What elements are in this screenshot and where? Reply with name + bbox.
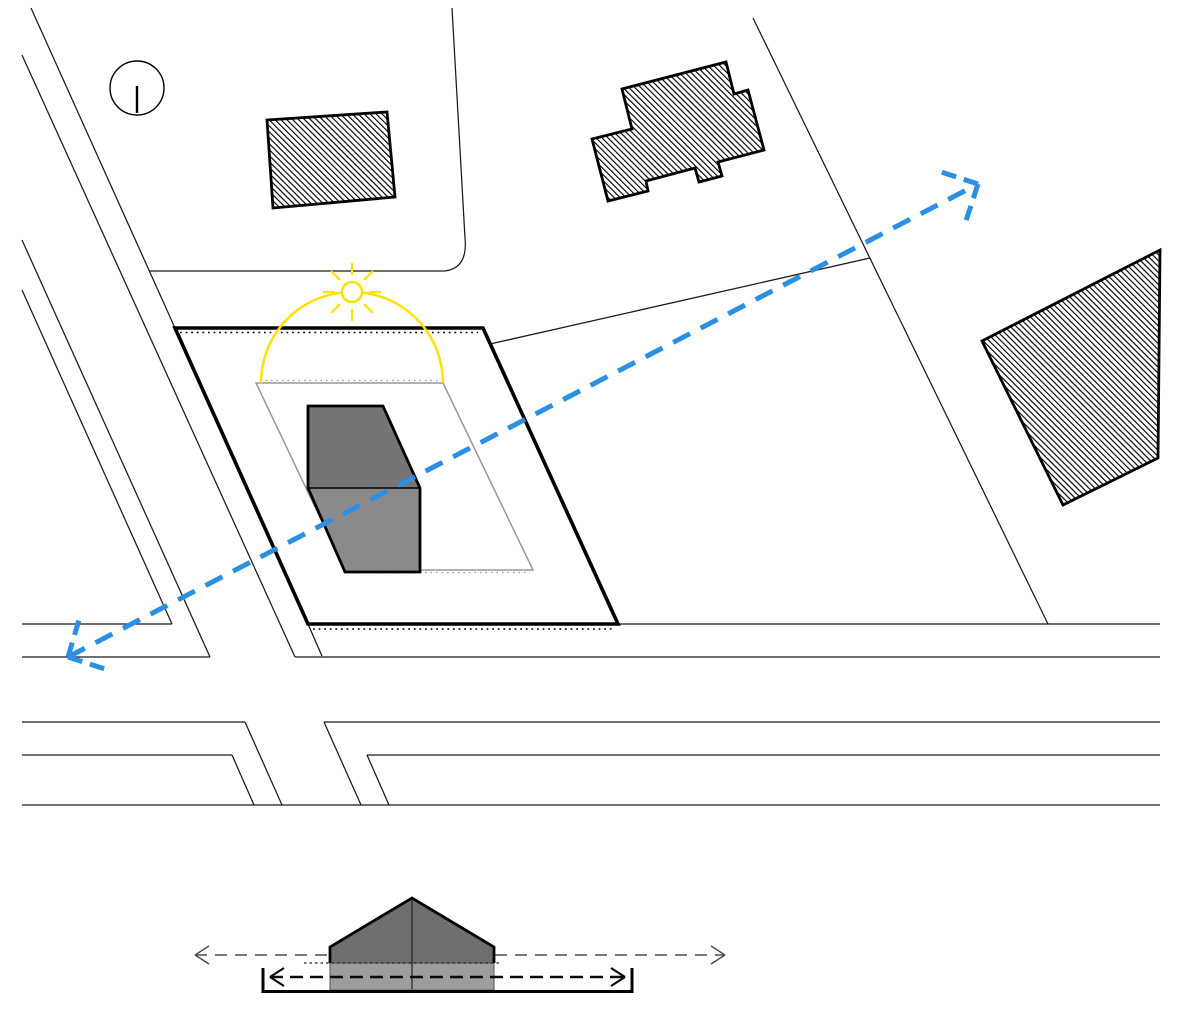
sun-ray-nw [330,270,341,281]
sun-icon [340,280,364,304]
diagonal-road-right-outer [30,7,176,329]
block-corner-curve [149,7,466,272]
section-extent-arrow-right-barb-1 [710,945,726,956]
layer-landscape [109,60,165,116]
plan-building-outline [306,404,422,574]
view-axis-arrowhead-sw-barb-1 [65,619,82,658]
section-plot-dim-arrow-right-barb-2 [610,976,626,987]
layer-neighbor-buildings [265,60,1162,507]
layer-roads [21,7,1160,806]
diagonal-road-stub-e [366,754,390,806]
layer-view-axis [65,169,981,672]
layer-sun [259,263,445,384]
section-plot-dim-arrow-left-barb-2 [269,976,285,987]
view-axis-shaft [66,181,980,660]
diagonal-road-left-inner [21,239,211,658]
view-axis-arrowhead-sw-barb-2 [67,654,106,672]
sun-ray-sw [330,303,341,314]
neighbor-building-west [265,110,397,210]
section-plot-dim-arrow-left-barb-1 [269,967,285,978]
diagonal-road-stub-b [244,721,283,806]
layer-proposed-building-plan [306,404,422,574]
sun-ray-se [363,303,374,314]
section-extent-arrow-right-barb-2 [710,954,726,965]
section-house-roof-outline [328,896,496,963]
parcel-boundary-short [489,257,871,345]
diagonal-road-right-inner [21,54,296,658]
parcel-boundary-long [752,17,1049,625]
section-extent-arrow-left-barb-1 [194,945,210,956]
site-boundary [172,326,621,626]
diagonal-road-stub-a [307,623,323,657]
neighbor-building-east [980,247,1162,507]
layer-section-elevation [194,896,726,993]
sun-ray-ne [363,270,374,281]
view-axis-arrowhead-ne-barb-1 [963,183,981,222]
tree-symbol [109,60,165,116]
section-plot-dim-arrow-right-barb-1 [610,967,626,978]
diagonal-road-stub-d [323,721,362,806]
view-axis-arrowhead-ne-barb-2 [940,169,979,187]
neighbor-building-north [590,60,766,203]
section-plot-base [261,968,634,993]
diagonal-road-stub-c [231,754,255,806]
diagonal-road-left-outer [21,289,173,625]
section-extent-arrow-left-barb-2 [194,954,210,965]
